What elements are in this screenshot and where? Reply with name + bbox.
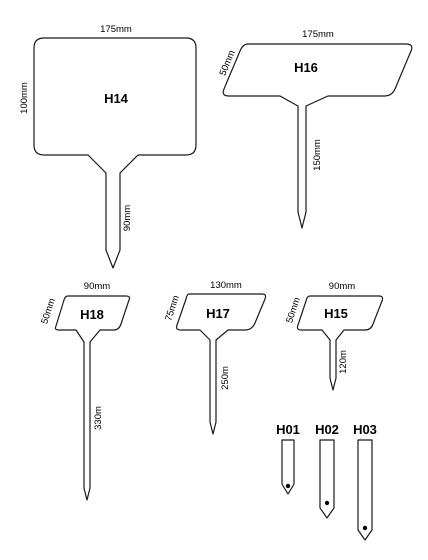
label-h17: H17 130mm 75mm 250m <box>163 280 267 435</box>
h16-outline <box>222 43 413 229</box>
label-h02: H02 <box>315 422 339 519</box>
label-h16: H16 175mm 50mm 150mm <box>218 29 413 229</box>
h14-width: 175mm <box>100 24 132 35</box>
h02-code: H02 <box>315 422 339 437</box>
label-h03: H03 <box>353 422 377 541</box>
h17-code: H17 <box>206 306 230 321</box>
h01-code: H01 <box>276 422 300 437</box>
h15-width: 90mm <box>329 281 355 292</box>
h01-outline <box>281 439 295 495</box>
h14-height: 100mm <box>19 82 30 114</box>
h14-outline <box>33 37 197 269</box>
h14-stake-length: 90mm <box>122 205 133 231</box>
h18-outline <box>54 295 131 501</box>
h16-stake-length: 150mm <box>312 139 323 171</box>
h17-width: 130mm <box>210 280 242 291</box>
label-h18: H18 90mm 50mm 330m <box>39 281 131 501</box>
label-h01: H01 <box>276 422 300 495</box>
label-h15: H15 90mm 50mm 120m <box>284 281 384 391</box>
label-h14: H14 175mm 100mm 90mm <box>19 24 197 269</box>
h14-code: H14 <box>104 91 129 106</box>
h18-height: 50mm <box>39 297 58 326</box>
h16-code: H16 <box>294 60 318 75</box>
h03-hole <box>362 525 368 531</box>
h18-stake-length: 330m <box>93 406 104 430</box>
h17-outline <box>175 293 267 435</box>
h15-code: H15 <box>324 306 348 321</box>
h16-width: 175mm <box>302 29 334 40</box>
h15-outline <box>296 295 384 391</box>
h01-hole <box>285 483 291 489</box>
h03-code: H03 <box>353 422 377 437</box>
h18-code: H18 <box>80 307 104 322</box>
h02-outline <box>319 439 335 519</box>
h17-stake-length: 250m <box>220 366 231 390</box>
h03-outline <box>357 439 373 541</box>
h15-stake-length: 120m <box>338 350 349 374</box>
h02-hole <box>324 500 330 506</box>
h18-width: 90mm <box>84 281 110 292</box>
